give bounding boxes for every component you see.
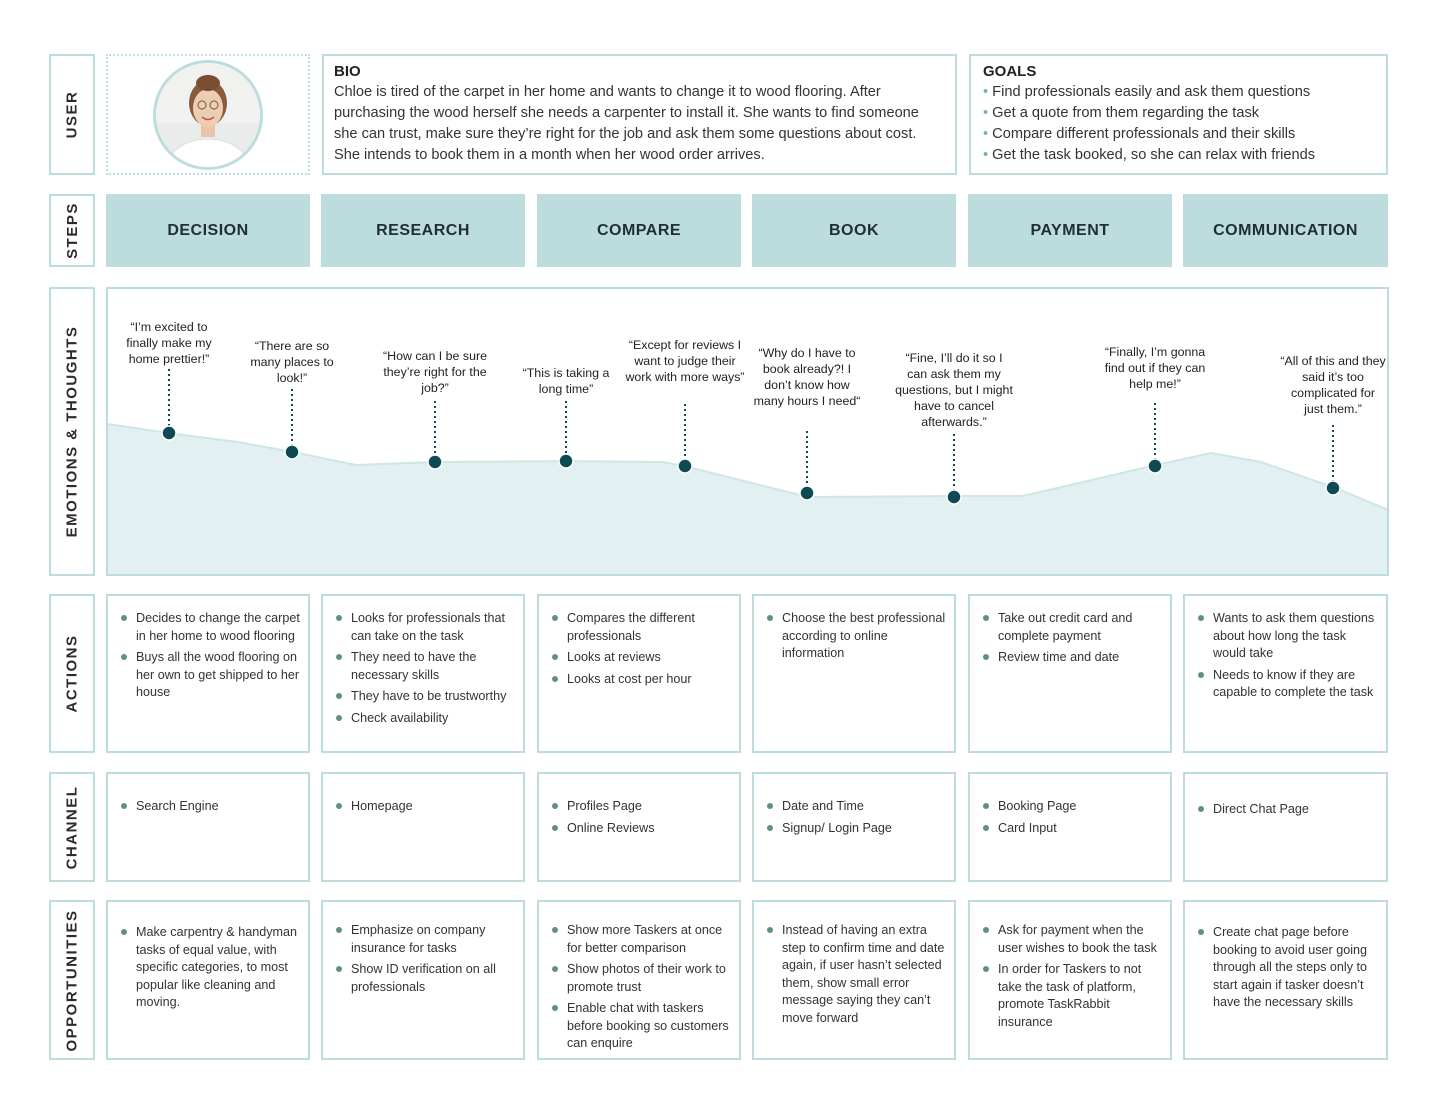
emotion-dot bbox=[427, 454, 443, 470]
row-label-steps: STEPS bbox=[49, 194, 95, 267]
channel-item: Signup/ Login Page bbox=[764, 820, 946, 838]
emotion-quote: “How can I be sure they’re right for the… bbox=[383, 349, 487, 395]
goal-item: Find professionals easily and ask them q… bbox=[983, 82, 1376, 103]
actions-cell-communication: Wants to ask them questions about how lo… bbox=[1183, 594, 1388, 753]
action-item: Take out credit card and complete paymen… bbox=[980, 610, 1162, 645]
bio-panel: BIO Chloe is tired of the carpet in her … bbox=[322, 54, 957, 175]
action-item: Looks at cost per hour bbox=[549, 671, 731, 689]
opportunity-item: Show more Taskers at once for better com… bbox=[549, 922, 731, 957]
opportunities-cell-decision: Make carpentry & handyman tasks of equal… bbox=[106, 900, 310, 1060]
step-decision: DECISION bbox=[106, 194, 310, 267]
actions-cell-decision: Decides to change the carpet in her home… bbox=[106, 594, 310, 753]
opportunities-cell-research: Emphasize on company insurance for tasks… bbox=[321, 900, 525, 1060]
emotion-quote: “Except for reviews I want to judge thei… bbox=[625, 338, 745, 384]
goals-title: GOALS bbox=[983, 63, 1037, 80]
channel-item: Search Engine bbox=[118, 798, 300, 816]
emotion-dot bbox=[1147, 458, 1163, 474]
emotion-dot bbox=[677, 458, 693, 474]
goals-panel: GOALS Find professionals easily and ask … bbox=[969, 54, 1388, 175]
emotion-dot bbox=[161, 425, 177, 441]
emotion-markers bbox=[161, 369, 1341, 505]
actions-cell-book: Choose the best professional according t… bbox=[752, 594, 956, 753]
emotion-line bbox=[108, 423, 1387, 511]
opportunities-cell-book: Instead of having an extra step to confi… bbox=[752, 900, 956, 1060]
action-item: Buys all the wood flooring on her own to… bbox=[118, 649, 300, 702]
opportunity-item: Make carpentry & handyman tasks of equal… bbox=[118, 924, 300, 1012]
opportunity-item: Show ID verification on all professional… bbox=[333, 961, 515, 996]
emotions-panel: “I’m excited to finally make my home pre… bbox=[106, 287, 1389, 576]
channel-item: Online Reviews bbox=[549, 820, 731, 838]
emotion-quote: “This is taking a long time” bbox=[522, 366, 610, 396]
opportunities-cell-communication: Create chat page before booking to avoid… bbox=[1183, 900, 1388, 1060]
emotion-dot bbox=[558, 453, 574, 469]
actions-cell-payment: Take out credit card and complete paymen… bbox=[968, 594, 1172, 753]
action-item: Review time and date bbox=[980, 649, 1162, 667]
opportunity-item: Enable chat with taskers before booking … bbox=[549, 1000, 731, 1053]
emotion-dot bbox=[946, 489, 962, 505]
step-payment: PAYMENT bbox=[968, 194, 1172, 267]
action-item: Compares the different professionals bbox=[549, 610, 731, 645]
action-item: Looks for professionals that can take on… bbox=[333, 610, 515, 645]
emotion-area bbox=[108, 424, 1387, 574]
opportunity-item: In order for Taskers to not take the tas… bbox=[980, 961, 1162, 1031]
row-label-channel: CHANNEL bbox=[49, 772, 95, 882]
avatar bbox=[153, 59, 263, 170]
goals-list: Find professionals easily and ask them q… bbox=[983, 82, 1376, 166]
step-compare: COMPARE bbox=[537, 194, 741, 267]
channel-cell-communication: Direct Chat Page bbox=[1183, 772, 1388, 882]
channel-item: Direct Chat Page bbox=[1195, 801, 1378, 819]
goal-item: Compare different professionals and thei… bbox=[983, 124, 1376, 145]
step-book: BOOK bbox=[752, 194, 956, 267]
channel-item: Card Input bbox=[980, 820, 1162, 838]
channel-cell-research: Homepage bbox=[321, 772, 525, 882]
row-label-emotions: EMOTIONS & THOUGHTS bbox=[49, 287, 95, 576]
step-research: RESEARCH bbox=[321, 194, 525, 267]
opportunity-item: Ask for payment when the user wishes to … bbox=[980, 922, 1162, 957]
channel-item: Homepage bbox=[333, 798, 515, 816]
step-communication: COMMUNICATION bbox=[1183, 194, 1388, 267]
goal-item: Get the task booked, so she can relax wi… bbox=[983, 145, 1376, 166]
bio-text: Chloe is tired of the carpet in her home… bbox=[334, 84, 919, 163]
action-item: Looks at reviews bbox=[549, 649, 731, 667]
emotion-curve bbox=[108, 369, 1387, 574]
actions-cell-research: Looks for professionals that can take on… bbox=[321, 594, 525, 753]
row-label-opportunities: OPPORTUNITIES bbox=[49, 900, 95, 1060]
emotion-quote: “All of this and they said it’s too comp… bbox=[1280, 354, 1386, 416]
opportunity-item: Show photos of their work to promote tru… bbox=[549, 961, 731, 996]
emotion-quote: “I’m excited to finally make my home pre… bbox=[126, 320, 212, 366]
emotion-dot bbox=[799, 485, 815, 501]
action-item: Needs to know if they are capable to com… bbox=[1195, 667, 1378, 702]
emotion-dot bbox=[284, 444, 300, 460]
channel-item: Profiles Page bbox=[549, 798, 731, 816]
opportunity-item: Create chat page before booking to avoid… bbox=[1195, 924, 1378, 1012]
emotion-dot bbox=[1325, 480, 1341, 496]
action-item: Check availability bbox=[333, 710, 515, 728]
action-item: Wants to ask them questions about how lo… bbox=[1195, 610, 1378, 663]
action-item: Decides to change the carpet in her home… bbox=[118, 610, 300, 645]
bio-title: BIO bbox=[334, 63, 361, 80]
channel-item: Date and Time bbox=[764, 798, 946, 816]
emotion-quote: “Finally, I’m gonna find out if they can… bbox=[1104, 345, 1206, 391]
opportunities-cell-payment: Ask for payment when the user wishes to … bbox=[968, 900, 1172, 1060]
user-photo-icon bbox=[156, 62, 260, 167]
emotion-quote: “Why do I have to book already?! I don’t… bbox=[753, 346, 861, 408]
user-photo-frame bbox=[106, 54, 310, 175]
goal-item: Get a quote from them regarding the task bbox=[983, 103, 1376, 124]
action-item: They have to be trustworthy bbox=[333, 688, 515, 706]
channel-cell-decision: Search Engine bbox=[106, 772, 310, 882]
row-label-actions: ACTIONS bbox=[49, 594, 95, 753]
action-item: They need to have the necessary skills bbox=[333, 649, 515, 684]
action-item: Choose the best professional according t… bbox=[764, 610, 946, 663]
emotion-quote: “Fine, I’ll do it so I can ask them my q… bbox=[895, 351, 1013, 429]
opportunity-item: Emphasize on company insurance for tasks bbox=[333, 922, 515, 957]
channel-item: Booking Page bbox=[980, 798, 1162, 816]
opportunity-item: Instead of having an extra step to confi… bbox=[764, 922, 946, 1027]
row-label-user: USER bbox=[49, 54, 95, 175]
emotion-quote: “There are so many places to look!” bbox=[250, 339, 334, 385]
opportunities-cell-compare: Show more Taskers at once for better com… bbox=[537, 900, 741, 1060]
